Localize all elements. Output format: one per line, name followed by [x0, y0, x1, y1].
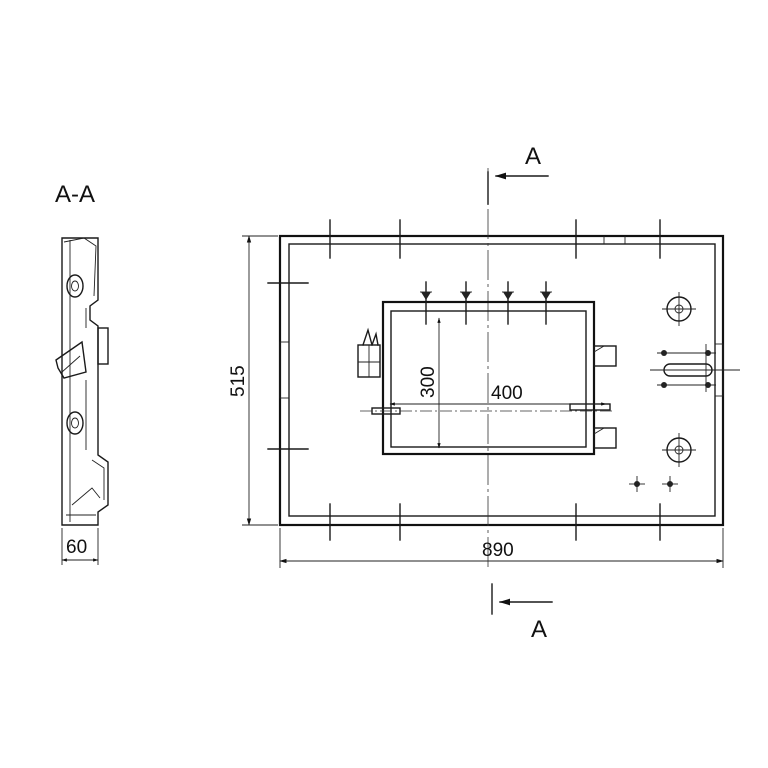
dim-window-height: 300 [418, 317, 441, 449]
dim-overall-width-text: 890 [482, 540, 514, 561]
dim-section-depth: 60 [66, 537, 87, 558]
cut-marker-bottom: A [491, 583, 553, 643]
window-rod [360, 403, 612, 415]
hinge-pins [420, 281, 552, 325]
section-view: A-A 60 [55, 181, 109, 565]
outer-frame [278, 234, 725, 527]
inner-frame [288, 243, 716, 517]
cut-marker-top: A [487, 143, 549, 205]
section-hinge-bottom [66, 411, 84, 435]
frame-ribs [267, 219, 661, 541]
section-top-chamfer [63, 237, 97, 297]
dim-overall-height: 515 [228, 235, 278, 526]
inner-window-outer [381, 300, 596, 456]
section-side-plate [97, 327, 109, 365]
section-foot-edge [91, 459, 105, 500]
mounting-boss-top [662, 292, 696, 326]
plan-view: 300 400 515 890 A A [228, 143, 740, 643]
rivets [629, 476, 678, 492]
inner-window-inner [390, 310, 587, 448]
section-outline [61, 237, 109, 526]
section-foot [66, 487, 101, 516]
mounting-boss-bottom [662, 433, 696, 467]
section-latch-line [61, 355, 81, 373]
section-hinge-bottom-inner [71, 417, 79, 429]
dim-overall-width: 890 [279, 528, 724, 568]
dim-window-width: 400 [389, 383, 607, 406]
cut-label-top: A [525, 143, 541, 170]
section-hinge-top-inner [71, 280, 79, 292]
section-label: A-A [55, 181, 95, 208]
section-hinge-top [66, 274, 84, 298]
frame-notch-left [279, 341, 290, 399]
dim-window-height-text: 300 [418, 366, 439, 398]
dim-window-width-text: 400 [491, 383, 523, 404]
section-latch [55, 340, 87, 379]
window-tabs [593, 345, 617, 449]
slot-handle [650, 344, 740, 392]
cut-label-bottom: A [531, 616, 547, 643]
left-latch [357, 327, 381, 378]
dim-overall-height-text: 515 [228, 365, 249, 397]
